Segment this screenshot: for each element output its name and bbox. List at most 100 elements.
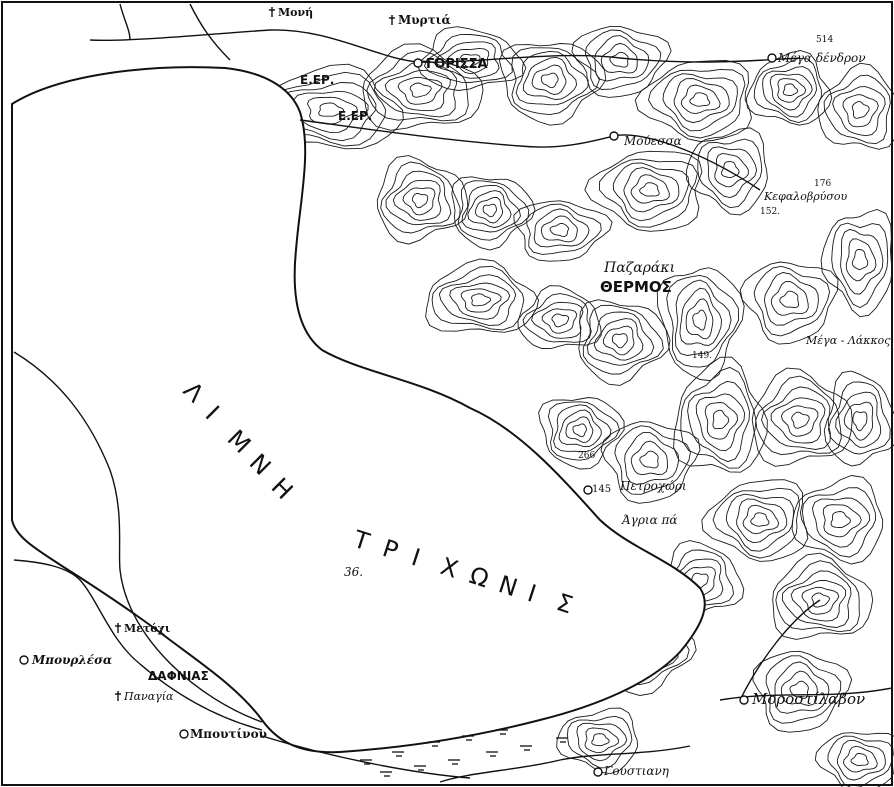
contour-line: [431, 265, 525, 331]
contour-line: [461, 184, 521, 233]
contour-line: [611, 333, 628, 349]
label-goustiani: Γούστιανη: [603, 764, 670, 778]
contour-line: [782, 83, 799, 96]
contour-line: [540, 72, 559, 89]
contour-line: [623, 167, 680, 213]
contour-line: [707, 146, 758, 199]
contour-line: [673, 356, 768, 473]
contour-line: [750, 512, 770, 527]
label-thermos: ΘΕΡΜΟΣ: [600, 278, 672, 296]
label-h145: 145: [592, 484, 611, 495]
contour-line: [674, 279, 732, 356]
contour-line: [712, 487, 801, 559]
contour-line: [417, 26, 527, 91]
contour-line: [801, 586, 840, 615]
contour-line: [547, 401, 620, 461]
contour-line: [697, 138, 763, 209]
label-eer-1: Ε.ΕΡ.: [300, 73, 334, 87]
contour-line: [695, 393, 746, 452]
contour-line: [434, 41, 500, 79]
contour-line: [392, 179, 442, 221]
contour-line: [609, 51, 629, 68]
road-west-shore: [13, 351, 263, 723]
place-labels: Μονή Μυρτιά ΓΟΡΙΣΣΑ Ε.ΕΡ. Ε.ΕΡ. Μέγα δέν…: [31, 6, 891, 778]
contour-line: [753, 57, 822, 123]
contour-line: [686, 127, 768, 216]
contour-line: [380, 161, 461, 234]
contour-line: [630, 174, 670, 204]
contour-line: [515, 50, 589, 106]
circle-icon: [413, 58, 423, 68]
contour-line: [397, 76, 443, 105]
contour-line: [781, 570, 852, 628]
cross-icon: [115, 623, 121, 633]
path-north-a: [119, 3, 131, 41]
road-south-west: [13, 559, 263, 731]
contour-line: [531, 301, 584, 339]
contour-line: [538, 397, 625, 470]
contour-line: [446, 47, 490, 75]
contour-line: [666, 274, 740, 368]
contour-line: [639, 182, 660, 197]
contour-line: [742, 504, 780, 535]
contour-line: [582, 304, 664, 375]
label-bourlesa: Μπουρλέσα: [31, 653, 112, 667]
contour-line: [614, 425, 691, 495]
contour-line: [376, 155, 469, 245]
path-north-b: [189, 3, 231, 61]
contour-line: [451, 176, 536, 251]
contour-line: [789, 680, 809, 699]
contour-line: [830, 511, 851, 528]
contour-line: [584, 29, 662, 90]
place-markers: [19, 7, 777, 777]
circle-icon: [179, 729, 189, 739]
contour-line: [513, 200, 613, 262]
contour-line: [662, 73, 738, 132]
contour-line: [540, 215, 578, 243]
contour-line: [762, 66, 817, 118]
contour-line: [739, 261, 839, 345]
contour-line: [471, 293, 492, 307]
contour-line: [639, 450, 659, 469]
contour-line: [791, 411, 810, 429]
contour-line: [523, 56, 578, 100]
contour-line: [467, 190, 512, 228]
contour-line: [851, 249, 869, 270]
contour-line: [801, 487, 877, 558]
contour-line: [685, 298, 714, 340]
contour-line: [551, 313, 570, 328]
contour-line: [449, 282, 511, 320]
contour-line: [831, 222, 889, 309]
label-palaiopazari: Παζαράκι: [603, 260, 675, 276]
contour-line: [526, 203, 602, 255]
contour-line: [721, 161, 740, 179]
contour-line: [474, 197, 504, 224]
contour-line: [673, 78, 730, 124]
contour-line: [823, 74, 891, 145]
contour-line: [362, 43, 484, 131]
marsh-symbols: [360, 729, 568, 777]
contour-line: [827, 735, 894, 787]
contour-line: [373, 60, 457, 118]
contour-line: [817, 62, 894, 150]
contour-line: [765, 655, 842, 724]
label-eer-2: Ε.ΕΡ.: [338, 109, 372, 123]
label-petrochori: Πετροχώρι: [619, 479, 687, 493]
contour-line: [409, 82, 432, 98]
contour-line: [714, 153, 749, 188]
circle-icon: [739, 695, 749, 705]
contour-line: [752, 650, 853, 733]
contour-line: [384, 69, 451, 112]
label-mouessa: Μούεσσα: [623, 134, 682, 148]
contour-line: [584, 727, 620, 754]
label-boutinou: Μπουτίνου: [190, 727, 267, 741]
contour-line: [511, 47, 600, 116]
label-h149: 149.: [692, 351, 712, 361]
contour-line: [680, 84, 721, 115]
contour-line: [402, 187, 436, 216]
label-h266: 266: [578, 451, 595, 461]
contour-line: [624, 432, 680, 485]
contour-line: [852, 411, 868, 432]
label-moni: Μονή: [278, 6, 313, 19]
terrain-contours: [256, 25, 894, 787]
